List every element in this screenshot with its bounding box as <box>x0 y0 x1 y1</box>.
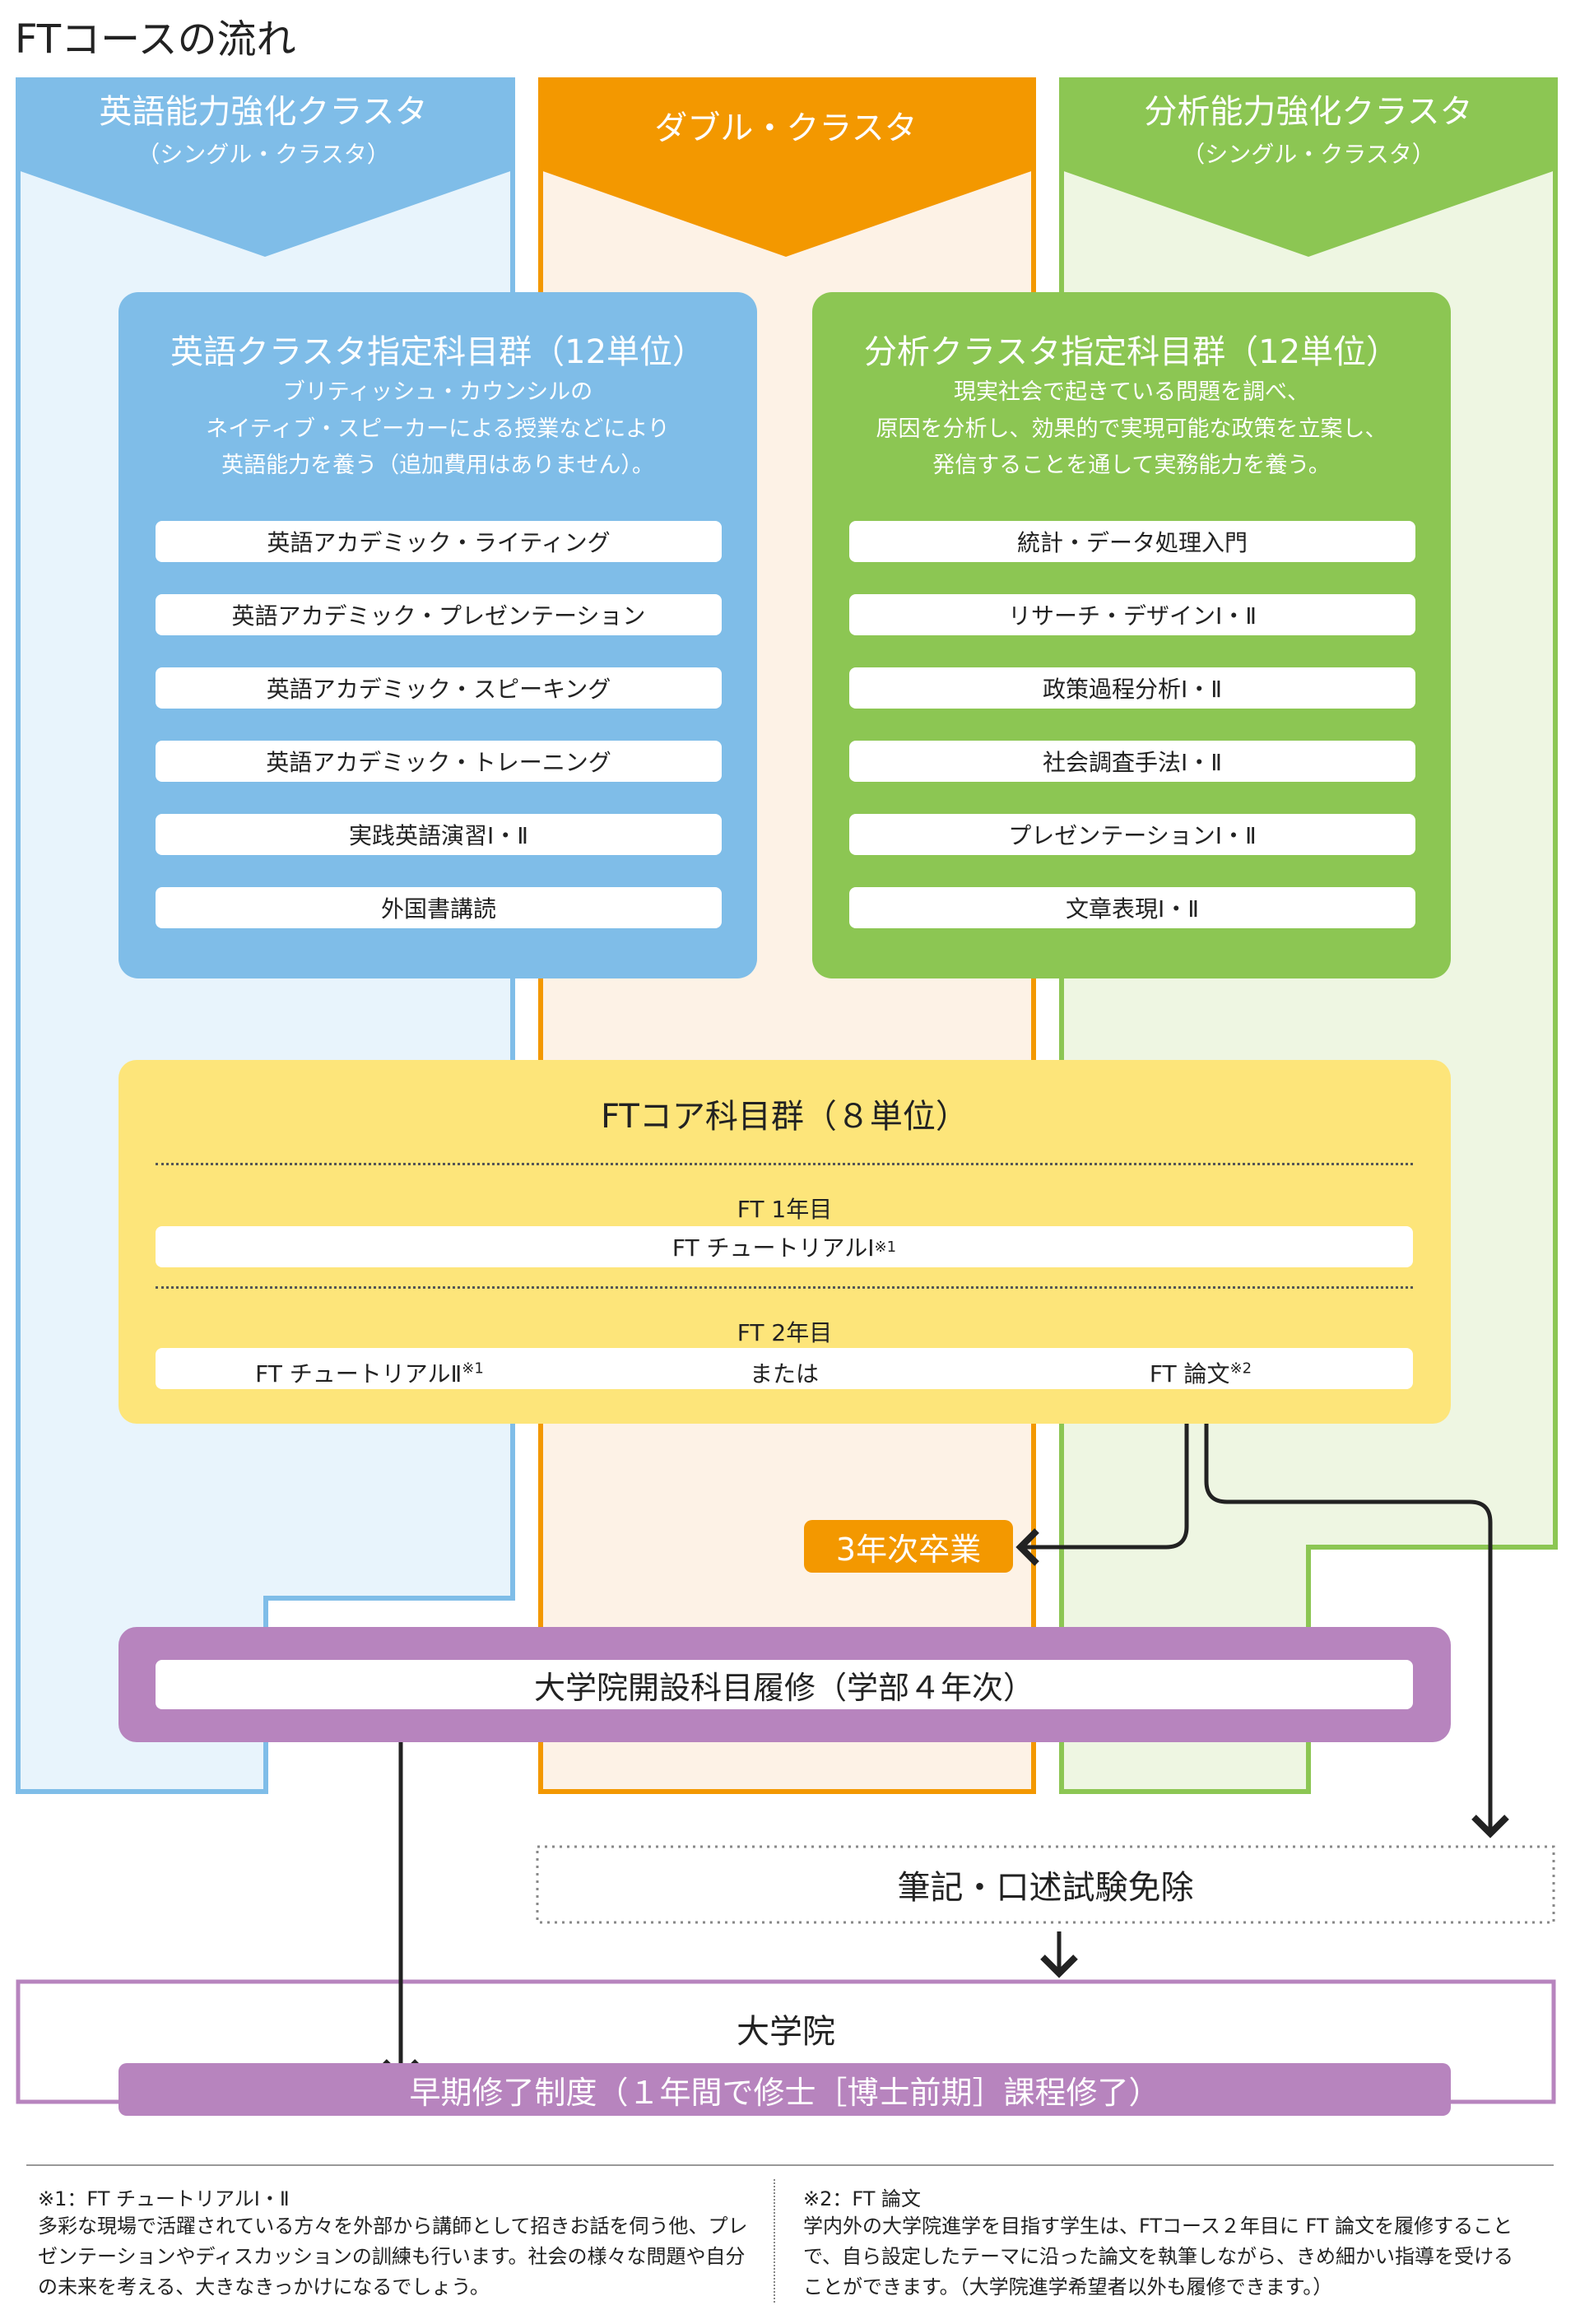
desc-line: 発信することを通して実務能力を養う。 <box>932 453 1331 479</box>
analysis-cluster-name: 分析能力強化クラスタ <box>1144 93 1473 131</box>
note-mark: ※2 <box>1229 1360 1252 1378</box>
grad-courses-group: 大学院開設科目履修（学部４年次） <box>118 1627 1451 1742</box>
grad-courses-label: 大学院開設科目履修（学部４年次） <box>156 1660 1413 1709</box>
note-2-heading: ※2：FT 論文 <box>803 2187 922 2210</box>
ft-year2-options: FT チュートリアルⅡ※1 または FT 論文※2 <box>156 1348 1413 1389</box>
analysis-cluster-sub: （シングル・クラスタ） <box>1182 141 1435 168</box>
exam-exempt-label: 筆記・口述試験免除 <box>897 1869 1194 1907</box>
english-cluster-sub: （シングル・クラスタ） <box>137 141 390 168</box>
course-item: 外国書講読 <box>156 887 722 928</box>
notes-divider <box>26 2164 1554 2166</box>
ft-tutorial1-item: FT チュートリアルⅠ※1 <box>156 1226 1413 1267</box>
english-group-title: 英語クラスタ指定科目群（12単位） <box>170 333 706 371</box>
ft-core-group: FTコア科目群（８単位） FT 1年目 FT チュートリアルⅠ※1 FT 2年目… <box>118 1060 1451 1424</box>
analysis-group-title: 分析クラスタ指定科目群（12単位） <box>863 333 1400 371</box>
desc-line: ブリティッシュ・カウンシルの <box>282 379 593 405</box>
course-item: 英語アカデミック・スピーキング <box>156 667 722 709</box>
divider <box>156 1163 1413 1165</box>
ft-tutorial2-label: FT チュートリアルⅡ <box>255 1360 462 1387</box>
analysis-group-description: 現実社会で起きている問題を調べ、 原因を分析し、効果的で実現可能な政策を立案し、… <box>812 374 1451 485</box>
course-item: 英語アカデミック・ライティング <box>156 521 722 562</box>
course-item: プレゼンテーションⅠ・Ⅱ <box>849 814 1415 855</box>
note-1: ※1：FT チュートリアルⅠ・Ⅱ 多彩な現場で活躍されている方々を外部から講師と… <box>38 2182 762 2303</box>
note-mark: ※1 <box>874 1238 897 1256</box>
ft-thesis-item: FT 論文※2 <box>1110 1356 1291 1389</box>
early-completion-bar: 早期修了制度（１年間で修士［博士前期］課程修了） <box>118 2063 1451 2116</box>
ft-thesis-label: FT 論文 <box>1149 1360 1230 1387</box>
course-item: 政策過程分析Ⅰ・Ⅱ <box>849 667 1415 709</box>
page-title: FTコースの流れ <box>15 16 296 63</box>
ft-year2-label: FT 2年目 <box>737 1319 833 1346</box>
ft-tutorial2-item: FT チュートリアルⅡ※1 <box>156 1356 583 1389</box>
exam-exempt-frame <box>536 1845 1555 1924</box>
arrow-to-exam-exempt <box>1204 1403 1509 1838</box>
note-line: ゼンテーションやディスカッションの訓練も行います。社会の様々な問題や自分 <box>38 2245 746 2269</box>
graduate-school-label: 大学院 <box>737 2013 835 2051</box>
course-item: 統計・データ処理入門 <box>849 521 1415 562</box>
note-2: ※2：FT 論文 学内外の大学院進学を目指す学生は、FTコース２年目に FT 論… <box>803 2182 1544 2303</box>
double-cluster-header: ダブル・クラスタ <box>572 109 1000 148</box>
desc-line: 原因を分析し、効果的で実現可能な政策を立案し、 <box>876 416 1387 442</box>
note-1-heading: ※1：FT チュートリアルⅠ・Ⅱ <box>38 2187 290 2210</box>
english-cluster-header: 英語能力強化クラスタ （シングル・クラスタ） <box>49 92 477 170</box>
note-line: ことができます。（大学院進学希望者以外も履修できます。） <box>803 2275 1333 2299</box>
notes-column-divider <box>774 2179 775 2303</box>
ft-core-title: FTコア科目群（８単位） <box>601 1098 969 1136</box>
english-course-group: 英語クラスタ指定科目群（12単位） ブリティッシュ・カウンシルの ネイティブ・ス… <box>118 292 757 978</box>
note-1-body: 多彩な現場で活躍されている方々を外部から講師として招きお話を伺う他、プレ ゼンテ… <box>38 2211 762 2303</box>
course-item: 実践英語演習Ⅰ・Ⅱ <box>156 814 722 855</box>
graduate-3rd-year-badge: 3年次卒業 <box>804 1520 1013 1573</box>
or-label: または <box>749 1360 819 1387</box>
note-2-body: 学内外の大学院進学を目指す学生は、FTコース２年目に FT 論文を履修すること … <box>803 2211 1544 2303</box>
course-item: 社会調査手法Ⅰ・Ⅱ <box>849 741 1415 782</box>
desc-line: ネイティブ・スピーカーによる授業などにより <box>206 416 670 442</box>
note-line: で、自ら設定したテーマに沿った論文を執筆しながら、きめ細かい指導を受ける <box>803 2245 1514 2269</box>
double-cluster-name: ダブル・クラスタ <box>654 109 918 147</box>
course-item: リサーチ・デザインⅠ・Ⅱ <box>849 594 1415 635</box>
desc-line: 現実社会で起きている問題を調べ、 <box>954 379 1309 405</box>
course-item: 文章表現Ⅰ・Ⅱ <box>849 887 1415 928</box>
english-cluster-name: 英語能力強化クラスタ <box>99 93 428 131</box>
analysis-cluster-header: 分析能力強化クラスタ （シングル・クラスタ） <box>1094 92 1522 170</box>
desc-line: 英語能力を養う（追加費用はありません）。 <box>221 453 654 479</box>
note-line: 多彩な現場で活躍されている方々を外部から講師として招きお話を伺う他、プレ <box>38 2215 748 2238</box>
divider <box>156 1286 1413 1289</box>
note-line: 学内外の大学院進学を目指す学生は、FTコース２年目に FT 論文を履修すること <box>803 2215 1513 2238</box>
ft-tutorial1-label: FT チュートリアルⅠ <box>672 1234 875 1262</box>
note-line: の未来を考える、大きなきっかけになるでしょう。 <box>38 2275 490 2299</box>
ft-year1-label: FT 1年目 <box>737 1196 833 1223</box>
english-group-description: ブリティッシュ・カウンシルの ネイティブ・スピーカーによる授業などにより 英語能… <box>118 374 757 485</box>
arrow-to-3rd-year <box>1015 1403 1189 1566</box>
course-item: 英語アカデミック・プレゼンテーション <box>156 594 722 635</box>
analysis-course-group: 分析クラスタ指定科目群（12単位） 現実社会で起きている問題を調べ、 原因を分析… <box>812 292 1451 978</box>
course-item: 英語アカデミック・トレーニング <box>156 741 722 782</box>
note-mark: ※1 <box>462 1360 484 1378</box>
